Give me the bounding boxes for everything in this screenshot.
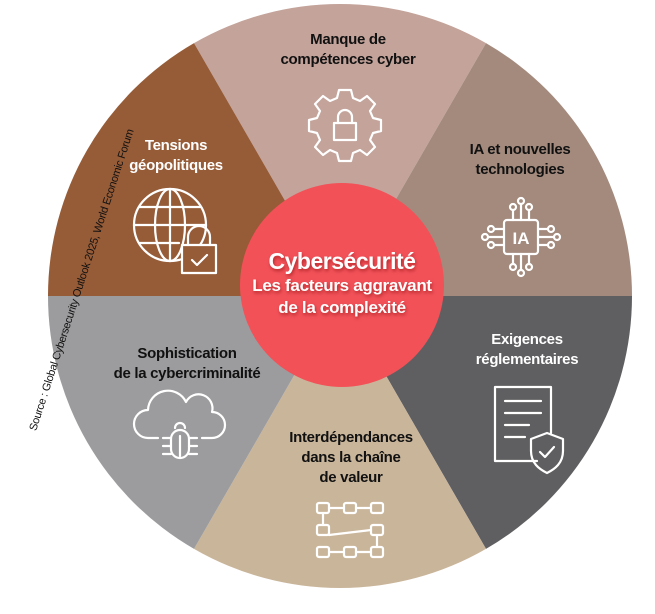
value-chain-icon bbox=[315, 501, 385, 559]
label-line: Sophistication bbox=[137, 345, 237, 362]
segment-regulation-label: Exigences réglementaires bbox=[476, 330, 579, 370]
globe-lock-icon bbox=[132, 187, 218, 275]
document-shield-icon bbox=[493, 385, 565, 475]
segment-skills bbox=[194, 3, 486, 296]
label-line: dans la chaîne bbox=[301, 449, 401, 466]
label-line: compétences cyber bbox=[280, 51, 416, 68]
cloud-bug-icon bbox=[132, 389, 227, 460]
label-line: Manque de bbox=[310, 31, 386, 48]
center-title-block: Cybersécurité Les facteurs aggravant de … bbox=[242, 247, 442, 319]
gear-lock-icon bbox=[307, 88, 383, 163]
segment-cybercrime bbox=[48, 296, 340, 549]
segment-value-chain bbox=[194, 296, 486, 588]
segment-value-chain-label: Interdépendances dans la chaîne de valeu… bbox=[289, 428, 413, 488]
label-line: Interdépendances bbox=[289, 429, 413, 446]
label-line: de la cybercriminalité bbox=[113, 365, 261, 382]
label-line: de valeur bbox=[319, 469, 383, 486]
segment-geopolitics-label: Tensions géopolitiques bbox=[129, 136, 223, 176]
center-subtitle-2: de la complexité bbox=[278, 298, 406, 317]
ai-chip-label: IA bbox=[513, 229, 530, 248]
label-line: IA et nouvelles bbox=[469, 141, 571, 158]
label-line: réglementaires bbox=[475, 351, 579, 368]
ai-chip-icon bbox=[480, 196, 562, 278]
segment-ai-label: IA et nouvelles technologies bbox=[470, 140, 571, 180]
center-subtitle-1: Les facteurs aggravant bbox=[252, 276, 432, 295]
center-circle bbox=[240, 183, 444, 387]
center-title: Cybersécurité bbox=[268, 248, 416, 274]
label-line: technologies bbox=[475, 161, 565, 178]
segment-skills-label: Manque de compétences cyber bbox=[281, 30, 416, 70]
label-line: Tensions bbox=[144, 137, 208, 154]
label-line: Exigences bbox=[491, 331, 563, 348]
segment-regulation bbox=[340, 296, 632, 549]
label-line: géopolitiques bbox=[129, 157, 223, 174]
segment-cybercrime-label: Sophistication de la cybercriminalité bbox=[114, 344, 261, 384]
